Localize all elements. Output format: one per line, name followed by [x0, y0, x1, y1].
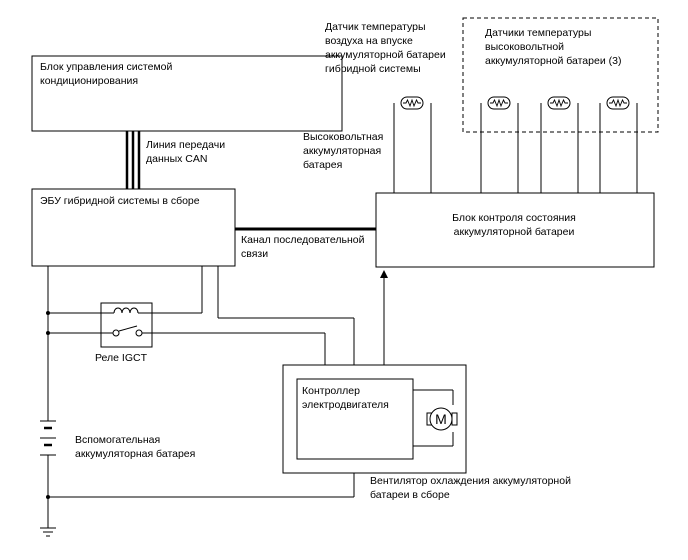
- svg-text:кондиционирования: кондиционирования: [40, 75, 138, 87]
- svg-text:Датчики температуры: Датчики температуры: [485, 27, 591, 39]
- svg-text:воздуха на впуске: воздуха на впуске: [325, 35, 413, 47]
- ground-icon: [40, 527, 56, 537]
- motor-icon: M: [426, 407, 458, 431]
- svg-text:Блок управления системой: Блок управления системой: [40, 61, 173, 73]
- hv-temp-sensor-3-icon: [606, 96, 630, 110]
- hybrid-ecu-label: ЭБУ гибридной системы в сборе: [40, 195, 200, 207]
- svg-text:высоковольтной: высоковольтной: [485, 41, 564, 53]
- motor-controller-label: Контроллер электродвигателя: [302, 385, 389, 411]
- relay-coil-icon: [113, 307, 139, 314]
- hv-battery-label: Высоковольтная аккумуляторная батарея: [303, 131, 383, 171]
- svg-text:электродвигателя: электродвигателя: [302, 399, 389, 411]
- igct-relay: [100, 302, 153, 348]
- svg-text:Линия передачи: Линия передачи: [146, 139, 225, 151]
- hv-temp-sensor-1-icon: [487, 96, 511, 110]
- hybrid-ecu: [31, 188, 236, 267]
- svg-text:Высоковольтная: Высоковольтная: [303, 131, 383, 143]
- fan-assembly-label: Вентилятор охлаждения аккумуляторной бат…: [370, 475, 571, 501]
- svg-text:Канал последовательной: Канал последовательной: [241, 234, 365, 246]
- svg-text:аккумуляторной батареи: аккумуляторной батареи: [454, 226, 575, 238]
- intake-air-temp-sensor-icon: [400, 96, 424, 110]
- hv-temp-sensors-label: Датчики температуры высоковольтной аккум…: [485, 27, 621, 67]
- svg-text:Контроллер: Контроллер: [302, 385, 360, 397]
- aux-battery-icon: [34, 418, 62, 462]
- serial-channel-label: Канал последовательной связи: [241, 234, 365, 260]
- aux-battery-label: Вспомогательная аккумуляторная батарея: [75, 434, 195, 460]
- hv-temp-sensors-frame: [462, 17, 659, 133]
- svg-text:M: M: [435, 411, 447, 427]
- svg-text:аккумуляторной батареи: аккумуляторной батареи: [325, 49, 446, 61]
- svg-text:аккумуляторная батарея: аккумуляторная батарея: [75, 448, 195, 460]
- ac-control-unit-label: Блок управления системой кондиционирован…: [40, 61, 173, 87]
- igct-relay-label: Реле IGCT: [95, 352, 148, 364]
- can-line-label: Линия передачи данных CAN: [146, 139, 225, 165]
- svg-text:Вспомогательная: Вспомогательная: [75, 434, 160, 446]
- motor-controller: [296, 378, 414, 460]
- svg-text:гибридной системы: гибридной системы: [325, 63, 421, 75]
- svg-text:связи: связи: [241, 248, 268, 260]
- svg-text:аккумуляторная: аккумуляторная: [303, 145, 381, 157]
- relay-contact-icon: [112, 329, 120, 337]
- svg-text:данных CAN: данных CAN: [146, 153, 207, 165]
- junction-dot: [46, 311, 50, 315]
- svg-text:Блок контроля состояния: Блок контроля состояния: [452, 212, 576, 224]
- hv-temp-sensor-2-icon: [547, 96, 571, 110]
- svg-text:Вентилятор охлаждения аккумуля: Вентилятор охлаждения аккумуляторной: [370, 475, 571, 487]
- svg-text:батареи в сборе: батареи в сборе: [370, 489, 450, 501]
- intake-temp-sensor-label: Датчик температуры воздуха на впуске акк…: [325, 21, 446, 75]
- battery-monitor-unit: [375, 192, 655, 268]
- junction-dot: [46, 495, 50, 499]
- svg-text:батарея: батарея: [303, 159, 342, 171]
- junction-dot: [46, 331, 50, 335]
- svg-text:аккумуляторной батареи (3): аккумуляторной батареи (3): [485, 55, 621, 67]
- svg-text:Датчик температуры: Датчик температуры: [325, 21, 426, 33]
- battery-monitor-label: Блок контроля состояния аккумуляторной б…: [452, 212, 576, 238]
- ac-control-unit: [31, 55, 343, 132]
